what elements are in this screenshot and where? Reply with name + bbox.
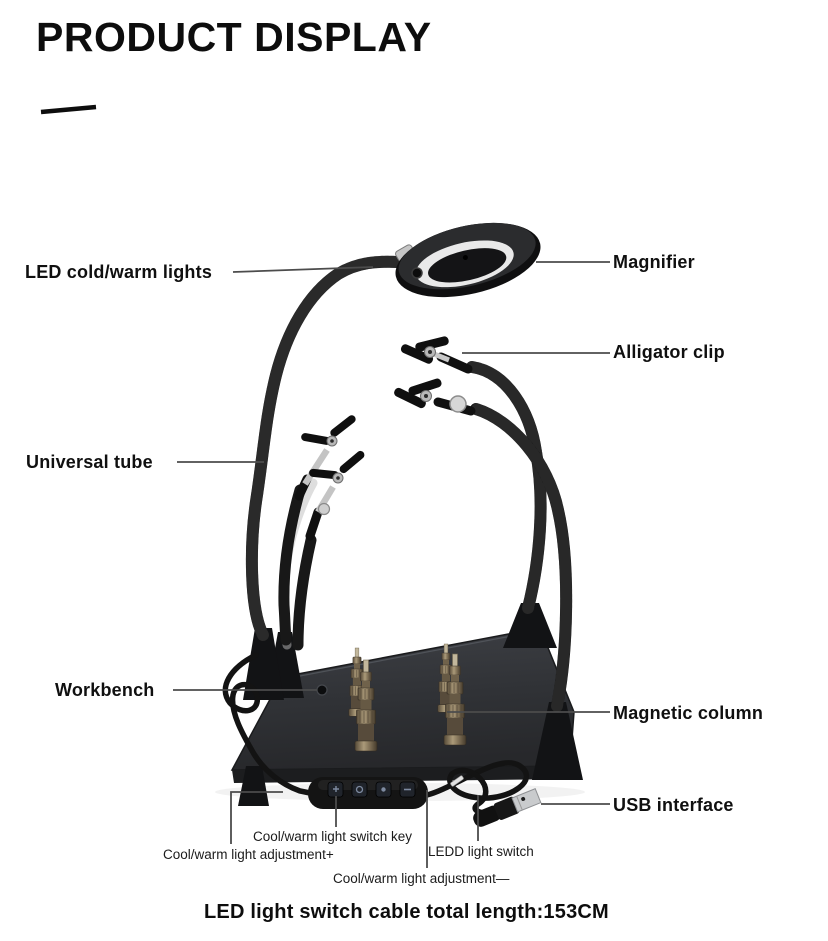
callout-ledd-light-switch: LEDD light switch [428, 844, 534, 859]
right-gooseneck-lower [470, 403, 573, 712]
mount-cones [238, 603, 583, 806]
workbench-hole-dot [316, 684, 328, 696]
cable-left-loop [222, 652, 313, 796]
mount-cone-back-right [503, 603, 557, 648]
magnifier-socket [411, 267, 423, 279]
callout-switch-key: Cool/warm light switch key [253, 829, 413, 844]
left-gooseneck-upper [278, 484, 306, 646]
mount-cone-front-right [532, 702, 583, 780]
usb-plug [473, 788, 542, 827]
page-title: PRODUCT DISPLAY [36, 14, 432, 60]
callout-magnifier: Magnifier [613, 252, 695, 272]
right-gooseneck-lower-ribs [470, 403, 573, 712]
magnifier-gooseneck-ribs [245, 255, 404, 641]
magnifier-head [395, 222, 541, 298]
leader-adjustment-plus [230, 791, 283, 844]
callout-magnetic-column: Magnetic column [613, 703, 764, 723]
title-underline [40, 104, 97, 115]
alligator-clip-right-lower [394, 378, 476, 416]
alligator-clip-left-upper [294, 415, 356, 501]
foot-front-left [238, 766, 269, 806]
magnifier-gooseneck [245, 255, 404, 641]
callout-alligator-clip: Alligator clip [613, 342, 725, 362]
callout-adjustment-minus: Cool/warm light adjustment— [333, 871, 510, 886]
right-gooseneck-upper-ribs [466, 361, 547, 614]
cable-tie [450, 775, 464, 787]
leader-lines [173, 261, 610, 868]
leader-led-lights [232, 266, 374, 273]
callout-universal-tube: Universal tube [26, 452, 153, 472]
mount-cone-back-left [243, 628, 284, 700]
cable-length-note: LED light switch cable total length:153C… [204, 901, 609, 923]
switch-pod-buttons [327, 781, 416, 798]
alligator-clip-left-lower [305, 450, 365, 541]
power-button-icon [355, 785, 364, 794]
callout-usb-interface: USB interface [613, 795, 734, 815]
plus-button-icon [333, 786, 339, 792]
left-gooseneck-lower [292, 534, 317, 651]
callout-adjustment-plus: Cool/warm light adjustment+ [163, 847, 334, 862]
alligator-clip-right-upper [400, 336, 473, 374]
gooseneck-arms [245, 255, 573, 712]
callout-led-cold-warm-lights: LED cold/warm lights [25, 262, 213, 282]
switch-pod [308, 777, 428, 809]
magnifier-lens [428, 248, 507, 283]
callout-workbench: Workbench [55, 680, 155, 700]
usb-metal-shell [511, 788, 542, 813]
light-button-icon [381, 787, 386, 792]
cable-right-loop-a [424, 760, 530, 801]
